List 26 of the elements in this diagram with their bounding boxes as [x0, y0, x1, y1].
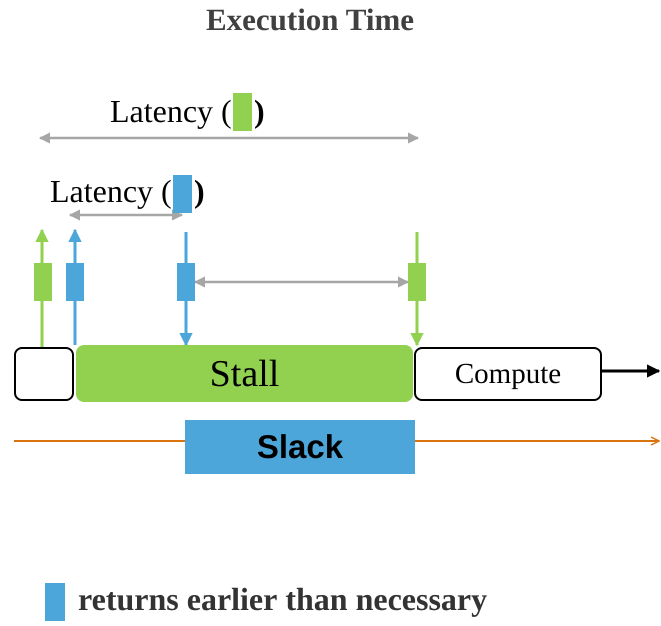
slack-bar: Slack [185, 420, 415, 474]
arrow [68, 228, 82, 263]
arrow [179, 301, 193, 346]
latency-label: ) [194, 173, 205, 210]
legend-text: returns earlier than necessary [78, 581, 488, 618]
connector-line [184, 232, 188, 263]
diagram-title: Execution Time [204, 2, 416, 38]
arrow [35, 228, 49, 263]
arrow [602, 364, 660, 378]
request-marker [66, 263, 84, 301]
latency-label: Latency ( [110, 93, 232, 130]
arrow [415, 436, 660, 446]
request-marker [408, 263, 426, 301]
arrow [194, 276, 410, 288]
request-marker [177, 263, 195, 301]
arrow [410, 301, 424, 346]
connector-line [74, 301, 76, 345]
connector-line [40, 301, 44, 347]
compute-box: Compute [414, 347, 602, 401]
latency-label: ) [254, 93, 265, 130]
stall-bar: Stall [76, 345, 413, 402]
connector-line [416, 232, 418, 263]
connector-line [14, 440, 185, 442]
empty-box [14, 347, 74, 401]
request-marker [34, 263, 52, 301]
latency-label: Latency ( [50, 173, 172, 210]
